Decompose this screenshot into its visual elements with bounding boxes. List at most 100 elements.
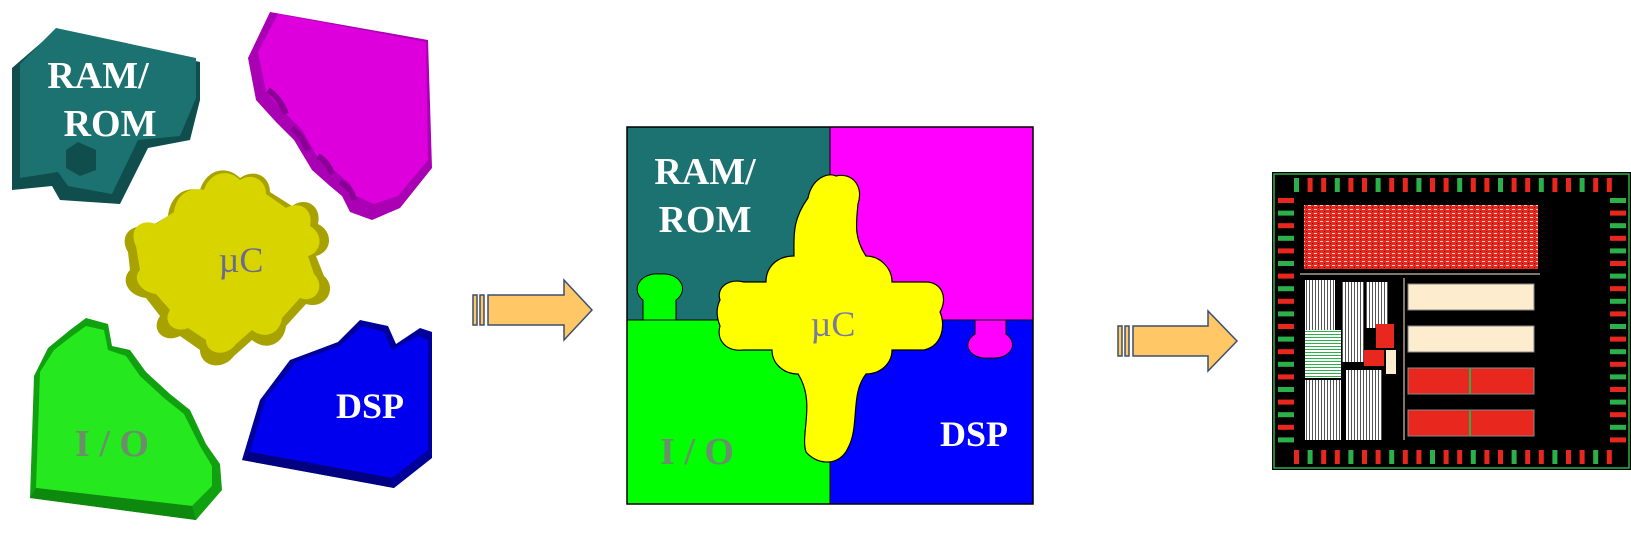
chip-pad bbox=[1334, 450, 1340, 464]
chip-pad bbox=[1538, 178, 1544, 192]
chip-pad bbox=[1278, 261, 1294, 266]
chip-sram-2 bbox=[1407, 325, 1535, 353]
chip-pad bbox=[1470, 178, 1476, 192]
chip-pad bbox=[1610, 210, 1626, 216]
chip-pad bbox=[1610, 424, 1626, 430]
chip-pad bbox=[1321, 450, 1327, 464]
chip-pad bbox=[1430, 450, 1435, 464]
chip-pad bbox=[1457, 178, 1463, 192]
exploded-io-label: I / O bbox=[75, 423, 149, 465]
chip-pad bbox=[1278, 273, 1294, 279]
chip-pad bbox=[1610, 399, 1626, 405]
chip-pad bbox=[1278, 324, 1294, 329]
exploded-rom-label: ROM bbox=[64, 103, 157, 145]
chip-pad bbox=[1552, 178, 1558, 192]
chip-pad bbox=[1498, 178, 1503, 192]
chip-pad bbox=[1525, 178, 1531, 192]
chip-pad bbox=[1606, 450, 1612, 464]
chip-pad bbox=[1525, 450, 1531, 464]
chip-pad bbox=[1610, 324, 1626, 329]
assembled-io-label: I / O bbox=[660, 431, 734, 473]
chip-pads-right bbox=[1610, 198, 1626, 443]
chip-pad bbox=[1566, 450, 1571, 464]
exploded-ram-rom-piece bbox=[12, 28, 200, 204]
chip-pad bbox=[1278, 235, 1294, 241]
chip-pad bbox=[1552, 450, 1558, 464]
right-arrow-icon-1 bbox=[472, 278, 594, 342]
chip-pad bbox=[1610, 273, 1626, 279]
chip-pad bbox=[1430, 178, 1435, 192]
exploded-magenta-piece bbox=[248, 12, 432, 220]
chip-pad bbox=[1610, 349, 1626, 355]
chip-pad bbox=[1610, 286, 1626, 292]
chip-pad bbox=[1278, 374, 1294, 380]
chip-pad bbox=[1610, 361, 1626, 367]
chip-pad bbox=[1610, 336, 1626, 342]
chip-memory-block bbox=[1304, 205, 1538, 269]
assembled-rom-label: ROM bbox=[659, 199, 752, 241]
chip-pad bbox=[1416, 450, 1422, 464]
assembled-uc-label: µC bbox=[811, 304, 856, 344]
chip-pad bbox=[1278, 349, 1294, 355]
chip-pad bbox=[1278, 311, 1294, 317]
exploded-pieces: µC I / O DSP RAM/ ROM bbox=[12, 12, 432, 520]
chip-pad bbox=[1579, 178, 1585, 192]
chip-pad bbox=[1484, 450, 1490, 464]
chip-pad bbox=[1307, 450, 1313, 464]
chip-pad bbox=[1278, 437, 1294, 443]
chip-pad bbox=[1278, 286, 1294, 292]
chip-pad bbox=[1443, 178, 1449, 192]
chip-pad bbox=[1348, 450, 1354, 464]
chip-pad bbox=[1538, 450, 1544, 464]
chip-pad bbox=[1321, 178, 1327, 192]
chip-pad bbox=[1511, 450, 1517, 464]
assembled-puzzle: RAM/ ROM µC I / O DSP bbox=[626, 126, 1034, 505]
chip-pad bbox=[1348, 178, 1354, 192]
exploded-uc-label: µC bbox=[219, 240, 264, 280]
chip-pad bbox=[1593, 450, 1599, 464]
chip-layout-icon bbox=[1272, 172, 1631, 470]
chip-pad bbox=[1402, 450, 1408, 464]
chip-pad bbox=[1389, 450, 1395, 464]
assembled-magenta-tab bbox=[967, 319, 1013, 359]
chip-pad bbox=[1498, 450, 1503, 464]
chip-pad bbox=[1566, 178, 1571, 192]
chip-pad bbox=[1389, 178, 1395, 192]
chip-pad bbox=[1593, 178, 1599, 192]
chip-pad bbox=[1362, 178, 1367, 192]
chip-pad bbox=[1610, 235, 1626, 241]
chip-pad bbox=[1416, 178, 1422, 192]
chip-pad bbox=[1278, 399, 1294, 405]
chip-pads-top bbox=[1294, 178, 1612, 192]
chip-pad bbox=[1278, 223, 1294, 229]
chip-sram-1 bbox=[1407, 283, 1535, 311]
chip-pad bbox=[1362, 450, 1367, 464]
assembled-dsp-label: DSP bbox=[940, 414, 1008, 454]
chip-pad bbox=[1278, 210, 1294, 216]
chip-pad bbox=[1443, 450, 1449, 464]
chip-pad bbox=[1278, 361, 1294, 367]
chip-pad bbox=[1278, 412, 1294, 418]
chip-pad bbox=[1610, 298, 1626, 304]
chip-pad bbox=[1484, 178, 1490, 192]
chip-pad bbox=[1610, 387, 1626, 392]
assembled-uc-block bbox=[716, 174, 945, 463]
chip-pad bbox=[1610, 223, 1626, 229]
chip-pad bbox=[1278, 424, 1294, 430]
chip-pad bbox=[1610, 311, 1626, 317]
chip-pad bbox=[1610, 198, 1626, 203]
exploded-io-piece: I / O bbox=[30, 318, 222, 520]
assembled-io-tab bbox=[636, 273, 683, 321]
chip-pad bbox=[1470, 450, 1476, 464]
chip-pad bbox=[1402, 178, 1408, 192]
chip-pad bbox=[1278, 248, 1294, 254]
chip-pad bbox=[1294, 178, 1299, 192]
right-arrow-icon-2 bbox=[1117, 309, 1239, 373]
chip-pad bbox=[1610, 412, 1626, 418]
assembled-ram-label: RAM/ bbox=[654, 151, 756, 193]
chip-pad bbox=[1579, 450, 1585, 464]
exploded-ram-label: RAM/ bbox=[47, 55, 149, 97]
chip-pad bbox=[1278, 336, 1294, 342]
chip-pad bbox=[1307, 178, 1313, 192]
